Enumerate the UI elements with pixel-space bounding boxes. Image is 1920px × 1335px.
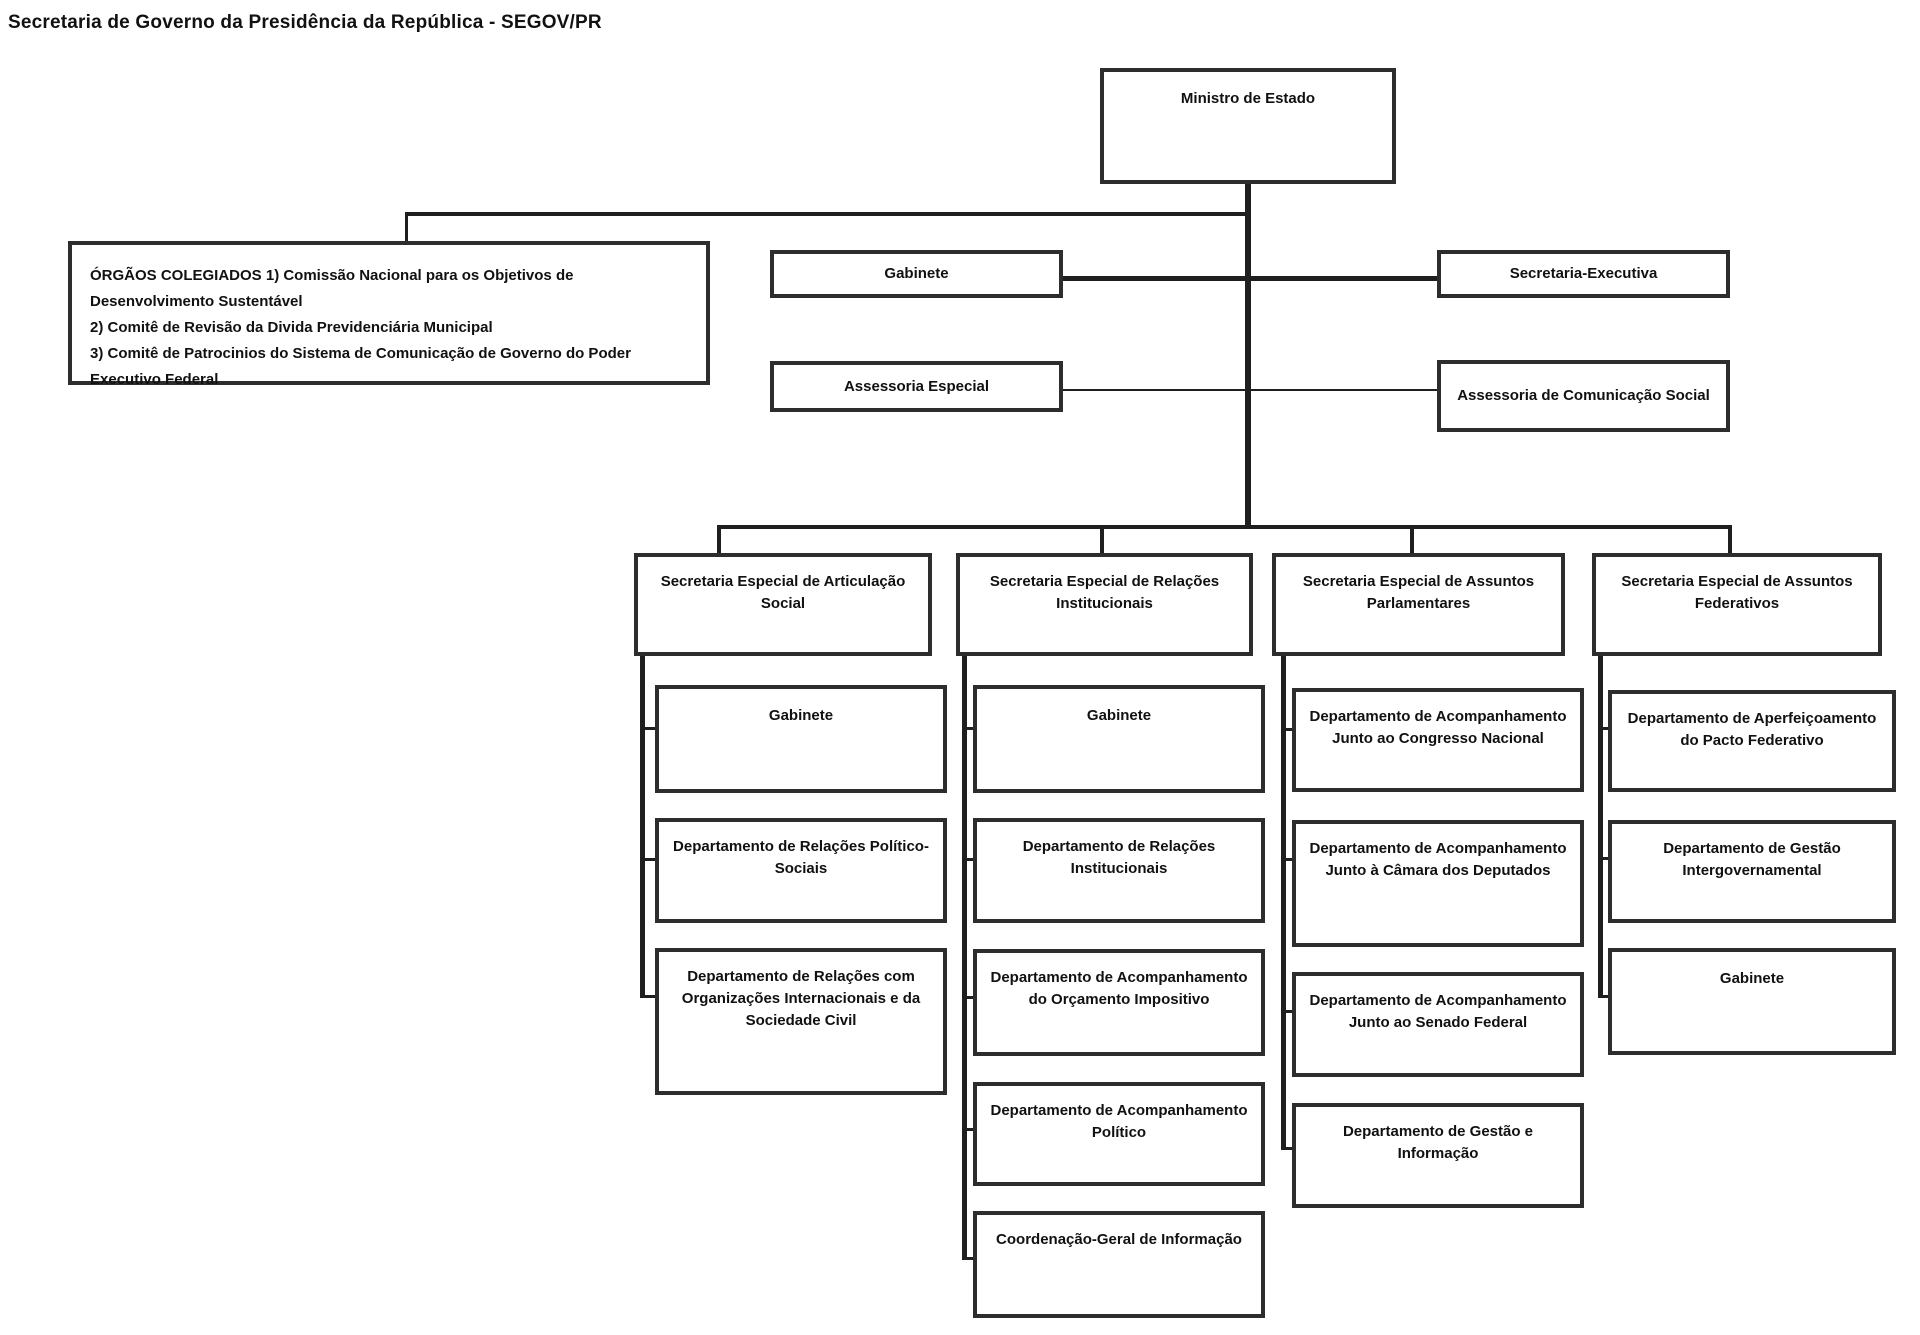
connector-col1-stub2 <box>640 858 657 861</box>
node-label: Secretaria Especial de Assuntos Parlamen… <box>1302 573 1535 612</box>
connector-col4-stub2 <box>1598 857 1610 860</box>
colegiados-line-1: ÓRGÃOS COLEGIADOS 1) Comissão Nacional p… <box>90 267 574 310</box>
node-label: Assessoria de Comunicação Social <box>1457 387 1710 404</box>
node-label: Gabinete <box>884 265 949 282</box>
node-label: Ministro de Estado <box>1180 90 1316 107</box>
node-label: Secretaria Especial de Assuntos Federati… <box>1621 573 1853 612</box>
connector-col1-stub1 <box>640 727 657 730</box>
node-col1-dept-relacoes-politico-sociais: Departamento de Relações Político-Sociai… <box>655 818 947 923</box>
connector-col2-stub1 <box>962 727 975 730</box>
node-col2-coordenacao-geral-informacao: Coordenação-Geral de Informação <box>973 1211 1265 1318</box>
node-label: Departamento de Gestão e Informação <box>1342 1123 1534 1162</box>
node-label: Gabinete <box>1086 707 1152 724</box>
connector-colegiados-drop <box>405 212 408 243</box>
node-label: Assessoria Especial <box>843 377 990 395</box>
connector-col1-stub3 <box>640 995 657 998</box>
node-label: Departamento de Gestão Intergovernamenta… <box>1663 840 1841 879</box>
node-col2-gabinete: Gabinete <box>973 685 1265 793</box>
connector-col4-spine <box>1598 656 1603 998</box>
connector-col2-stub2 <box>962 858 975 861</box>
connector-col3-stub2 <box>1281 858 1294 861</box>
connector-colegiados-horizontal <box>405 212 1251 216</box>
node-label: Secretaria-Executiva <box>1509 265 1658 282</box>
connector-staff-row1 <box>1063 276 1437 281</box>
node-ministro-de-estado: Ministro de Estado <box>1100 68 1396 184</box>
node-col3-dept-camara-deputados: Departamento de Acompanhamento Junto à C… <box>1292 820 1584 947</box>
node-label: Departamento de Aperfeiçoamento do Pacto… <box>1627 710 1877 749</box>
connector-secretaria1-drop <box>717 525 721 555</box>
connector-col2-stub4 <box>962 1128 975 1131</box>
node-sec-articulacao-social: Secretaria Especial de Articulação Socia… <box>634 553 932 656</box>
node-label: Departamento de Acompanhamento Político <box>990 1102 1248 1141</box>
connector-col2-stub3 <box>962 996 975 999</box>
connector-col4-stub3 <box>1598 995 1610 998</box>
connector-col3-stub1 <box>1281 728 1294 731</box>
node-col2-dept-orcamento-impositivo: Departamento de Acompanhamento do Orçame… <box>973 949 1265 1056</box>
node-assessoria-especial: Assessoria Especial <box>770 361 1063 412</box>
connector-col2-stub5 <box>962 1257 975 1260</box>
connector-secretarias-bus <box>717 525 1732 529</box>
connector-col4-stub1 <box>1598 727 1610 730</box>
node-col1-dept-relacoes-org-internacionais: Departamento de Relações com Organizaçõe… <box>655 948 947 1095</box>
node-label: Coordenação-Geral de Informação <box>996 1231 1242 1248</box>
connector-secretaria4-drop <box>1728 525 1732 555</box>
connector-col3-stub3 <box>1281 1010 1294 1013</box>
node-col2-dept-relacoes-institucionais: Departamento de Relações Institucionais <box>973 818 1265 923</box>
connector-col3-spine <box>1281 656 1286 1150</box>
node-col3-dept-congresso-nacional: Departamento de Acompanhamento Junto ao … <box>1292 688 1584 792</box>
node-label: Gabinete <box>768 707 834 724</box>
node-sec-assuntos-federativos: Secretaria Especial de Assuntos Federati… <box>1592 553 1882 656</box>
node-label: Gabinete <box>1719 970 1785 987</box>
node-sec-relacoes-institucionais: Secretaria Especial de Relações Instituc… <box>956 553 1253 656</box>
node-label: Secretaria Especial de Articulação Socia… <box>660 573 906 612</box>
node-gabinete-ministro: Gabinete <box>770 250 1063 298</box>
connector-trunk <box>1245 184 1251 529</box>
node-orgaos-colegiados: ÓRGÃOS COLEGIADOS 1) Comissão Nacional p… <box>68 241 710 388</box>
node-label: Departamento de Relações Político-Sociai… <box>673 838 929 877</box>
connector-col3-stub4 <box>1281 1147 1294 1150</box>
page-title: Secretaria de Governo da Presidência da … <box>8 12 602 33</box>
node-col4-dept-pacto-federativo: Departamento de Aperfeiçoamento do Pacto… <box>1608 690 1896 792</box>
colegiados-line-3: 3) Comitê de Patrocinios do Sistema de C… <box>90 345 631 388</box>
node-label: Secretaria Especial de Relações Instituc… <box>989 573 1220 612</box>
node-col3-dept-senado-federal: Departamento de Acompanhamento Junto ao … <box>1292 972 1584 1077</box>
node-col1-gabinete: Gabinete <box>655 685 947 793</box>
node-label: Departamento de Acompanhamento Junto ao … <box>1309 708 1567 747</box>
node-col2-dept-acompanhamento-politico: Departamento de Acompanhamento Político <box>973 1082 1265 1186</box>
colegiados-line-2: 2) Comitê de Revisão da Divida Previdenc… <box>90 319 493 336</box>
connector-secretaria3-drop <box>1410 525 1414 555</box>
connector-staff-row2 <box>1063 389 1437 391</box>
node-label: Departamento de Relações Institucionais <box>1022 838 1216 877</box>
connector-col2-spine <box>962 656 967 1260</box>
node-col4-gabinete: Gabinete <box>1608 948 1896 1055</box>
node-col3-dept-gestao-informacao: Departamento de Gestão e Informação <box>1292 1103 1584 1208</box>
node-sec-assuntos-parlamentares: Secretaria Especial de Assuntos Parlamen… <box>1272 553 1565 656</box>
connector-col1-spine <box>640 656 645 998</box>
node-label: Departamento de Acompanhamento do Orçame… <box>990 969 1248 1008</box>
node-assessoria-comunicacao-social: Assessoria de Comunicação Social <box>1437 360 1730 432</box>
connector-secretaria2-drop <box>1100 525 1104 555</box>
node-secretaria-executiva: Secretaria-Executiva <box>1437 250 1730 298</box>
node-col4-dept-gestao-intergovernamental: Departamento de Gestão Intergovernamenta… <box>1608 820 1896 923</box>
node-label: Departamento de Relações com Organizaçõe… <box>681 968 921 1029</box>
node-label: Departamento de Acompanhamento Junto ao … <box>1309 992 1567 1031</box>
node-label: Departamento de Acompanhamento Junto à C… <box>1309 840 1567 879</box>
